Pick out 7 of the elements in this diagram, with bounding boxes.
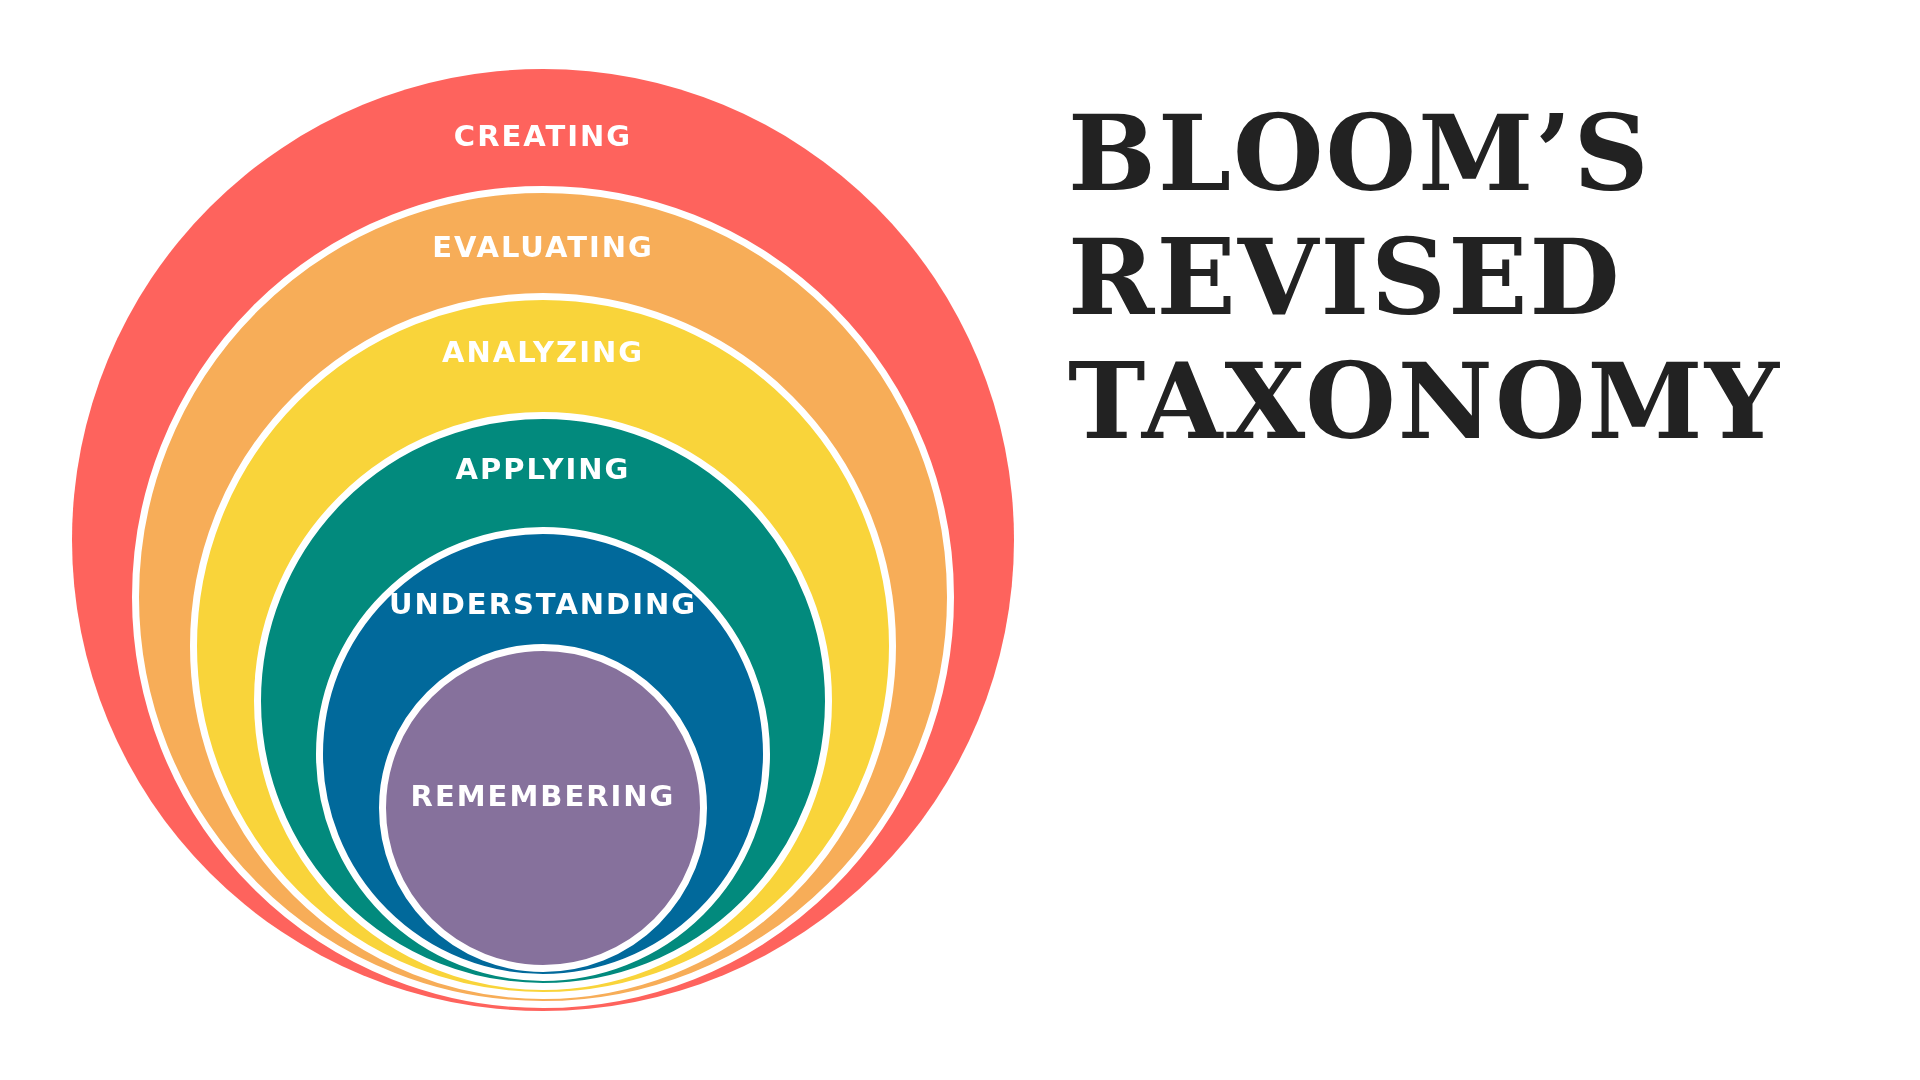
level-label: APPLYING bbox=[455, 452, 631, 486]
level-label: CREATING bbox=[453, 119, 633, 153]
level-label: EVALUATING bbox=[432, 230, 654, 264]
level-label: ANALYZING bbox=[442, 335, 644, 369]
title: BLOOM’S REVISED TAXONOMY bbox=[1068, 92, 1782, 464]
level-label: REMEMBERING bbox=[410, 779, 676, 813]
level-label: UNDERSTANDING bbox=[388, 587, 698, 621]
